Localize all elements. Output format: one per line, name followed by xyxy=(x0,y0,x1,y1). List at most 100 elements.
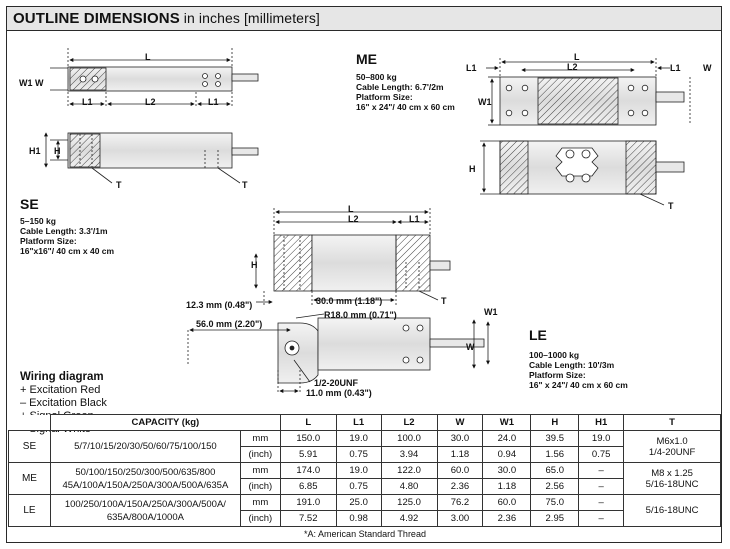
me-dim-l1b: L1 xyxy=(670,63,681,73)
unit-cell: mm xyxy=(239,494,281,511)
callout-12-3mm: 12.3 mm (0.48") xyxy=(186,300,253,310)
value-cell: 60.0 xyxy=(436,462,484,479)
unit-cell: (inch) xyxy=(239,446,281,463)
me-dim-l: L xyxy=(574,52,580,62)
wiring-item: – Excitation Black xyxy=(20,397,107,409)
callout-r18mm: R18.0 mm (0.71") xyxy=(324,310,397,320)
le-dim-t: T xyxy=(441,296,447,306)
header-h: H xyxy=(530,414,580,431)
value-cell: 2.36 xyxy=(436,478,484,495)
value-cell: 39.5 xyxy=(530,430,580,447)
value-cell: 0.98 xyxy=(335,510,382,527)
value-cell: 19.0 xyxy=(335,462,382,479)
value-cell: – xyxy=(578,478,625,495)
le-dim-w: W xyxy=(466,342,475,352)
le-model-name: LE xyxy=(529,327,547,343)
row-model: ME xyxy=(8,462,51,495)
se-dim-w1w: W1 W xyxy=(19,78,44,88)
header-l: L xyxy=(279,414,337,431)
value-cell: 65.0 xyxy=(530,462,580,479)
value-cell: 0.94 xyxy=(482,446,532,463)
header-t: T xyxy=(623,414,721,431)
table-row: (inch) 5.91 0.75 3.94 1.18 0.94 1.56 0.7… xyxy=(9,446,721,463)
se-dim-h1: H1 xyxy=(29,146,41,156)
thread-cell: 5/16-18UNC xyxy=(623,494,721,527)
value-cell: – xyxy=(578,510,625,527)
page-title: OUTLINE DIMENSIONS in inches [millimeter… xyxy=(13,10,320,27)
wiring-item: + Excitation Red xyxy=(20,384,101,396)
me-dim-w1: W1 xyxy=(478,97,492,107)
value-cell: 100.0 xyxy=(380,430,438,447)
me-side-view xyxy=(480,140,685,206)
se-side-view xyxy=(44,132,259,184)
value-cell: 122.0 xyxy=(380,462,438,479)
value-cell: 30.0 xyxy=(436,430,484,447)
value-cell: – xyxy=(578,494,625,511)
value-cell: – xyxy=(578,462,625,479)
callout-30mm: 30.0 mm (1.18") xyxy=(316,296,383,306)
le-dim-l2: L2 xyxy=(348,214,359,224)
callout-11mm: 11.0 mm (0.43") xyxy=(306,388,372,398)
value-cell: 1.18 xyxy=(482,478,532,495)
row-capacity: 50/100/150/250/300/500/635/800 45A/100A/… xyxy=(49,462,241,495)
table-header-row: CAPACITY (kg) L L1 L2 W W1 H H1 T xyxy=(8,414,721,431)
se-model-name: SE xyxy=(20,196,39,212)
value-cell: 3.94 xyxy=(380,446,438,463)
value-cell: 125.0 xyxy=(380,494,438,511)
row-capacity: 100/250/100A/150A/250A/300A/500A/ 635A/8… xyxy=(49,494,241,527)
table-footnote: *A: American Standard Thread xyxy=(304,529,426,539)
le-front-view xyxy=(254,208,451,306)
se-top-view xyxy=(50,48,259,108)
value-cell: 6.85 xyxy=(279,478,337,495)
le-dim-l: L xyxy=(348,204,354,214)
se-dim-t: T xyxy=(116,180,122,190)
table-row: SE 5/7/10/15/20/30/50/60/75/100/150 mm 1… xyxy=(8,430,721,463)
se-dim-l: L xyxy=(145,52,151,62)
value-cell: 0.75 xyxy=(578,446,625,463)
value-cell: 19.0 xyxy=(578,430,625,447)
se-dim-t2: T xyxy=(242,180,248,190)
value-cell: 2.36 xyxy=(482,510,532,527)
table-row: ME 50/100/150/250/300/500/635/800 45A/10… xyxy=(8,462,721,495)
table-row: (inch) 7.52 0.98 4.92 3.00 2.36 2.95 – xyxy=(9,510,721,527)
value-cell: 4.80 xyxy=(380,478,438,495)
value-cell: 25.0 xyxy=(335,494,382,511)
se-dim-l1b: L1 xyxy=(208,97,219,107)
me-top-view xyxy=(486,58,691,126)
header-l1: L1 xyxy=(335,414,382,431)
se-dim-l2: L2 xyxy=(145,97,156,107)
value-cell: 76.2 xyxy=(436,494,484,511)
me-dim-h: H xyxy=(469,164,476,174)
me-model-name: ME xyxy=(356,51,377,67)
spec-table: CAPACITY (kg) L L1 L2 W W1 H H1 T SE 5/7… xyxy=(8,414,721,527)
callout-56mm: 56.0 mm (2.20") xyxy=(196,319,263,329)
value-cell: 3.00 xyxy=(436,510,484,527)
value-cell: 1.56 xyxy=(530,446,580,463)
unit-cell: (inch) xyxy=(239,510,281,527)
value-cell: 150.0 xyxy=(279,430,337,447)
header-w1: W1 xyxy=(482,414,532,431)
value-cell: 0.75 xyxy=(335,446,382,463)
se-dim-l1: L1 xyxy=(82,97,93,107)
me-dim-l1: L1 xyxy=(466,63,477,73)
value-cell: 174.0 xyxy=(279,462,337,479)
value-cell: 24.0 xyxy=(482,430,532,447)
callout-thread: 1/2-20UNF xyxy=(314,378,359,388)
wiring-heading: Wiring diagram xyxy=(20,371,104,383)
wiring-diagram: Wiring diagram + Excitation Red – Excita… xyxy=(20,371,107,436)
title-bar: OUTLINE DIMENSIONS in inches [millimeter… xyxy=(6,6,722,31)
unit-cell: (inch) xyxy=(239,478,281,495)
le-top-view xyxy=(187,313,490,394)
me-dim-l2: L2 xyxy=(567,62,578,72)
unit-cell: mm xyxy=(239,430,281,447)
le-dim-l1: L1 xyxy=(409,214,420,224)
value-cell: 5.91 xyxy=(279,446,337,463)
header-l2: L2 xyxy=(380,414,438,431)
value-cell: 4.92 xyxy=(380,510,438,527)
le-dim-w1: W1 xyxy=(484,307,498,317)
